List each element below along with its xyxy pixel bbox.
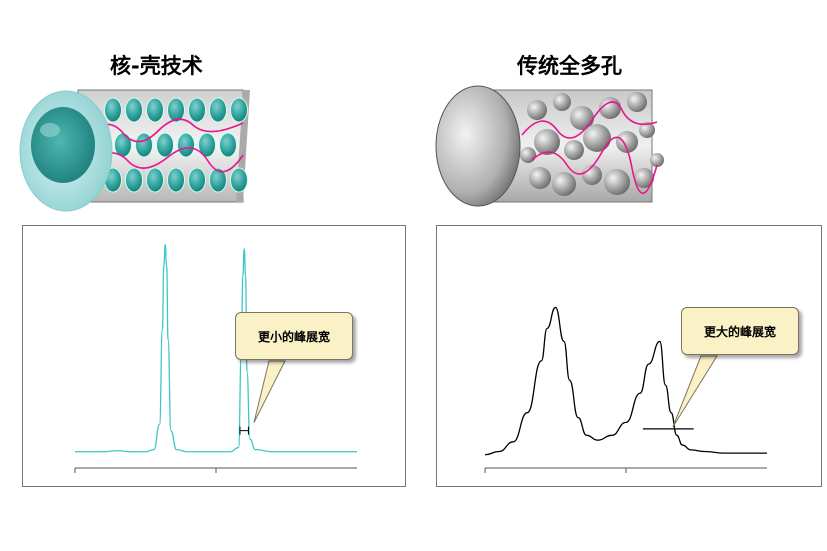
core-shell-particle [167, 167, 185, 193]
core-shell-particle [188, 97, 206, 123]
chromatogram-plot [484, 306, 767, 473]
core-shell-particle [219, 132, 237, 158]
core-shell-particle [230, 97, 248, 123]
porous-particle [520, 147, 536, 163]
porous-particle [534, 129, 560, 155]
porous-particle [552, 172, 576, 196]
porous-particle [639, 122, 655, 138]
core-shell-particle [125, 97, 143, 123]
porous-particle [564, 140, 584, 160]
porous-particle [616, 131, 638, 153]
flow-path [87, 118, 244, 143]
porous-particle [553, 93, 571, 111]
core-shell-particle-core [31, 107, 95, 183]
core-shell-particle [230, 167, 248, 193]
core-shell-particle [135, 132, 153, 158]
porous-particle [627, 92, 647, 112]
core-shell-particle [104, 97, 122, 123]
porous-particle [529, 167, 551, 189]
core-shell-particle [146, 97, 164, 123]
core-shell-title: 核-壳技术 [110, 54, 203, 78]
callout-pointer [672, 355, 718, 428]
porous-title: 传统全多孔 [517, 54, 622, 78]
porous-particle [634, 168, 654, 188]
porous-particle [570, 106, 594, 130]
larger-broadening-callout: 更大的峰展宽 [681, 307, 799, 355]
porous-particle [604, 169, 630, 195]
core-shell-particle [188, 167, 206, 193]
porous-particle [583, 124, 611, 152]
core-shell-particle [209, 97, 227, 123]
core-shell-particle [167, 97, 185, 123]
porous-particle [650, 153, 664, 167]
core-shell-particle [146, 167, 164, 193]
core-shell-column-illustration [18, 75, 258, 225]
chromatogram-trace [484, 306, 767, 456]
core-shell-particle [209, 167, 227, 193]
chromatogram-plot [74, 243, 357, 473]
flow-path [87, 147, 244, 173]
chromatogram-trace [75, 243, 357, 453]
core-shell-particle [125, 167, 143, 193]
porous-chromatogram [436, 225, 822, 487]
core-shell-particles [104, 97, 248, 193]
porous-particle [527, 100, 547, 120]
porous-particle [582, 165, 602, 185]
callout-pointer [253, 360, 286, 423]
flow-path [531, 136, 658, 195]
core-shell-particle [156, 132, 174, 158]
smaller-broadening-callout: 更小的峰展宽 [235, 312, 353, 360]
flow-path [521, 101, 658, 139]
porous-column-illustration [432, 80, 672, 220]
core-shell-particle [177, 132, 195, 158]
core-shell-particle [198, 132, 216, 158]
column-end-cap [435, 85, 521, 207]
